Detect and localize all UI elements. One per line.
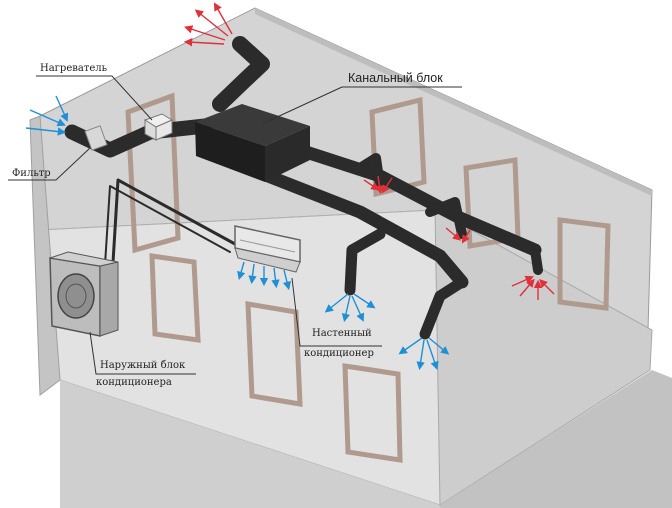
wall-ac-label-line2: кондиционер (304, 348, 374, 359)
exhaust-riser (212, 36, 270, 112)
window (342, 363, 403, 463)
fan-grille-icon (57, 273, 95, 319)
window (149, 253, 201, 343)
wall-ac-unit (234, 225, 301, 273)
duct-unit (195, 104, 310, 182)
branch-duct (425, 197, 467, 239)
duct-unit-side (265, 126, 310, 182)
window (557, 217, 611, 311)
outdoor-unit (49, 251, 119, 337)
wall-ac-label-line1: Настенный (312, 328, 372, 339)
heater-box-icon (143, 113, 174, 141)
duct-unit-top (195, 104, 310, 146)
right-wall (434, 209, 653, 506)
window (245, 301, 303, 407)
duct-unit-label: Канальный блок (348, 71, 443, 85)
branch-duct (530, 245, 543, 275)
outdoor-unit-label-line2: кондиционера (96, 377, 172, 388)
heater-label: Нагреватель (40, 63, 108, 74)
main-trunk-upper (293, 143, 542, 257)
outdoor-unit-label-line1: Наружный блок (100, 360, 186, 371)
branch-duct (344, 228, 386, 296)
front-wall-left (60, 380, 440, 508)
main-trunk-lower (261, 169, 469, 289)
airflow-arrow-icon (25, 2, 555, 371)
ductwork (64, 36, 543, 340)
branch-duct (419, 276, 468, 340)
filter-label: Фильтр (12, 168, 51, 179)
window (125, 92, 181, 254)
wall-top-edge (255, 8, 652, 196)
front-right-wall (440, 370, 672, 508)
filter-icon (84, 125, 108, 151)
duct-unit-front (195, 122, 265, 182)
leader-lines (8, 75, 462, 375)
